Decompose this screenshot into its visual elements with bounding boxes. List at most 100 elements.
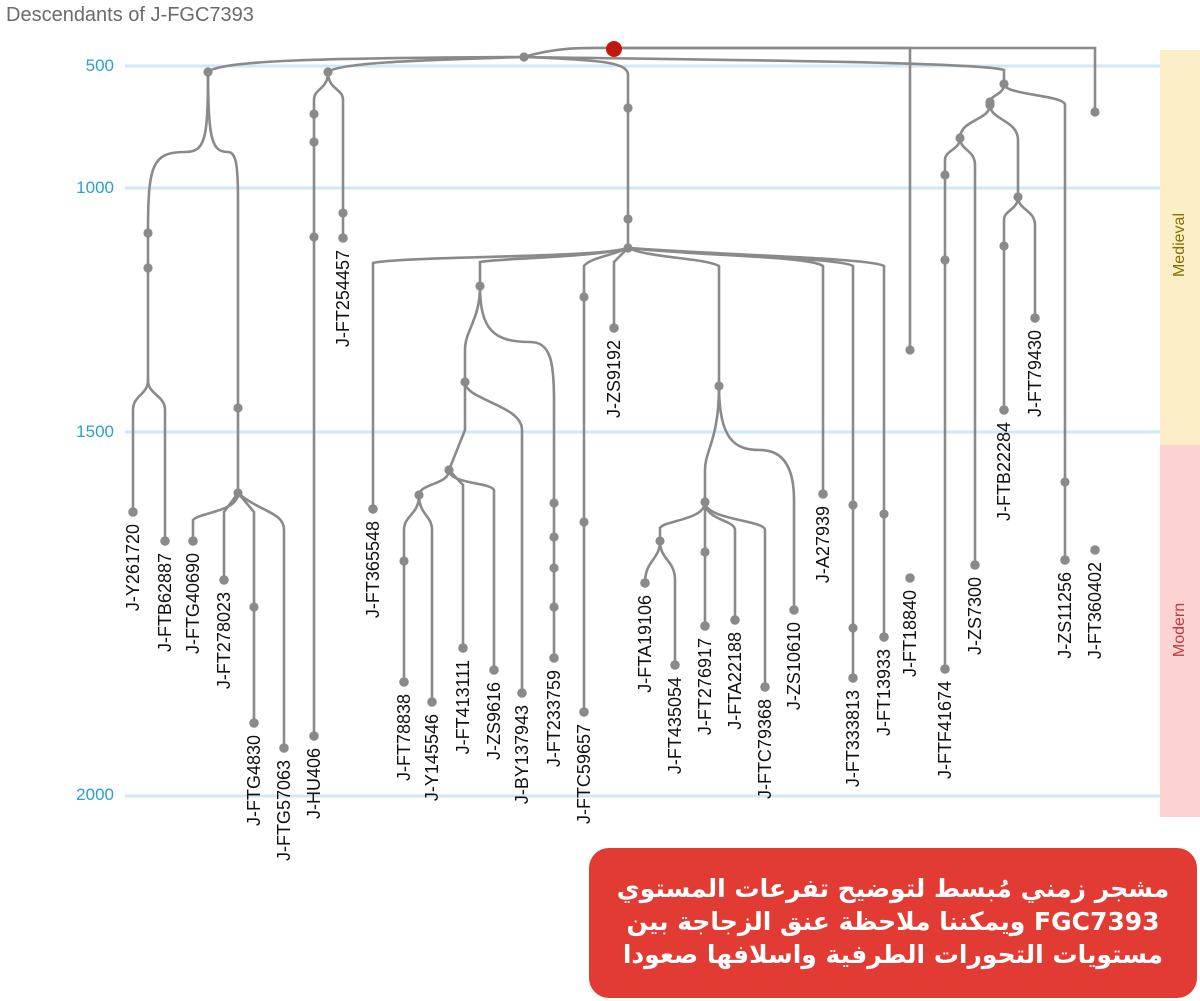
tree-link <box>626 246 721 388</box>
leaf-node <box>160 536 170 546</box>
tree-link <box>402 493 421 684</box>
leaf-node <box>517 688 527 698</box>
branch-node <box>519 52 529 62</box>
axis-tick-label-2000: 2000 <box>76 785 114 804</box>
tree-link <box>312 70 330 738</box>
tree-link <box>417 493 434 704</box>
lineage-label-j-ft254457: J-FT254457 <box>333 250 353 347</box>
tree-link <box>643 539 662 585</box>
tree-link <box>522 46 616 59</box>
lineage-label-j-zs11256: J-ZS11256 <box>1055 572 1075 659</box>
branch-node <box>143 228 153 238</box>
branch-node <box>203 67 213 77</box>
branch-node <box>579 292 589 302</box>
leaf-node <box>489 665 499 675</box>
lineage-label-j-ft13933: J-FT13933 <box>874 649 894 736</box>
leaf-node <box>128 507 138 517</box>
tree-link <box>703 500 737 622</box>
axis-tick-label-500: 500 <box>85 56 114 75</box>
branch-node <box>985 100 995 110</box>
lineage-label-j-ftf41674: J-FTF41674 <box>935 681 955 779</box>
lineage-label-j-by137943: J-BY137943 <box>512 705 532 804</box>
tree-link <box>417 468 451 497</box>
tree-links <box>131 46 1097 750</box>
tree-link <box>146 70 210 382</box>
branch-node <box>623 243 633 253</box>
tree-link <box>626 246 886 639</box>
lineage-label-j-y145546: J-Y145546 <box>422 714 442 801</box>
leaf-node <box>940 664 950 674</box>
leaf-node <box>970 560 980 570</box>
leaf-node <box>219 575 229 585</box>
branch-node <box>848 500 858 510</box>
lineage-label-j-ft278023: J-FT278023 <box>214 592 234 689</box>
branch-node <box>623 214 633 224</box>
leaf-node <box>848 673 858 683</box>
tree-link <box>958 136 977 567</box>
branch-node <box>905 345 915 355</box>
branch-node <box>399 556 409 566</box>
branch-node <box>309 137 319 147</box>
axis-tick-label-1500: 1500 <box>76 422 114 441</box>
lineage-label-j-zs7300: J-ZS7300 <box>965 577 985 655</box>
branch-node <box>549 602 559 612</box>
root-node <box>606 41 622 57</box>
leaf-node <box>249 718 259 728</box>
lineage-label-j-a27939: J-A27939 <box>813 506 833 583</box>
leaf-node <box>368 504 378 514</box>
leaf-node <box>188 536 198 546</box>
tree-link <box>146 378 167 543</box>
tree-link <box>326 70 345 240</box>
lineage-label-j-ftg4830: J-FTG4830 <box>244 735 264 826</box>
tree-link <box>612 246 630 330</box>
leaf-node <box>427 697 437 707</box>
branch-node <box>475 281 485 291</box>
period-band-modern: Modern <box>1160 445 1200 817</box>
lineage-label-j-zs9192: J-ZS9192 <box>604 340 624 418</box>
branch-node <box>955 133 965 143</box>
tree-link <box>703 384 721 504</box>
lineage-label-j-ft18840: J-FT18840 <box>900 590 920 677</box>
branch-node <box>579 517 589 527</box>
leaf-node <box>399 677 409 687</box>
lineage-label-j-zs9616: J-ZS9616 <box>484 682 504 760</box>
lineage-label-j-ft78838: J-FT78838 <box>394 694 414 781</box>
lineage-label-j-ftc59657: J-FTC59657 <box>574 724 594 824</box>
branch-node <box>309 232 319 242</box>
branch-node <box>879 509 889 519</box>
lineage-label-j-ftb62887: J-FTB62887 <box>155 553 175 652</box>
tree-link <box>206 55 526 74</box>
branch-node <box>549 498 559 508</box>
lineage-label-j-ftg57063: J-FTG57063 <box>274 760 294 861</box>
leaf-node <box>730 615 740 625</box>
tree-link <box>658 539 677 667</box>
tree-link <box>131 378 150 514</box>
tree-nodes <box>128 41 1100 753</box>
tree-link <box>1002 82 1067 562</box>
leaf-node <box>879 632 889 642</box>
branch-node <box>940 170 950 180</box>
branch-node <box>549 563 559 573</box>
tree-link <box>958 103 992 140</box>
leaf-node <box>309 731 319 741</box>
chart-title: Descendants of J-FGC7393 <box>6 4 254 26</box>
lineage-label-j-ftc79368: J-FTC79368 <box>755 699 775 799</box>
leaf-node <box>700 621 710 631</box>
lineage-label-j-ft360402: J-FT360402 <box>1085 562 1105 659</box>
branch-node <box>700 497 710 507</box>
lineage-label-j-ftb22284: J-FTB22284 <box>994 422 1014 521</box>
callout-text: مشجر زمني مُبسط لتوضيح تفرعات المستوي FG… <box>616 874 1170 969</box>
lineage-label-j-hu406: J-HU406 <box>304 748 324 819</box>
tree-link <box>1016 195 1037 320</box>
lineage-label-j-zs10610: J-ZS10610 <box>784 622 804 710</box>
branch-node <box>338 208 348 218</box>
leaf-node <box>640 578 650 588</box>
tree-link <box>626 246 825 496</box>
tree-link <box>582 246 630 714</box>
leaf-node <box>789 605 799 615</box>
tree-link <box>522 55 1006 86</box>
branch-node <box>700 547 710 557</box>
tree-link <box>447 468 465 650</box>
branch-node <box>444 465 454 475</box>
